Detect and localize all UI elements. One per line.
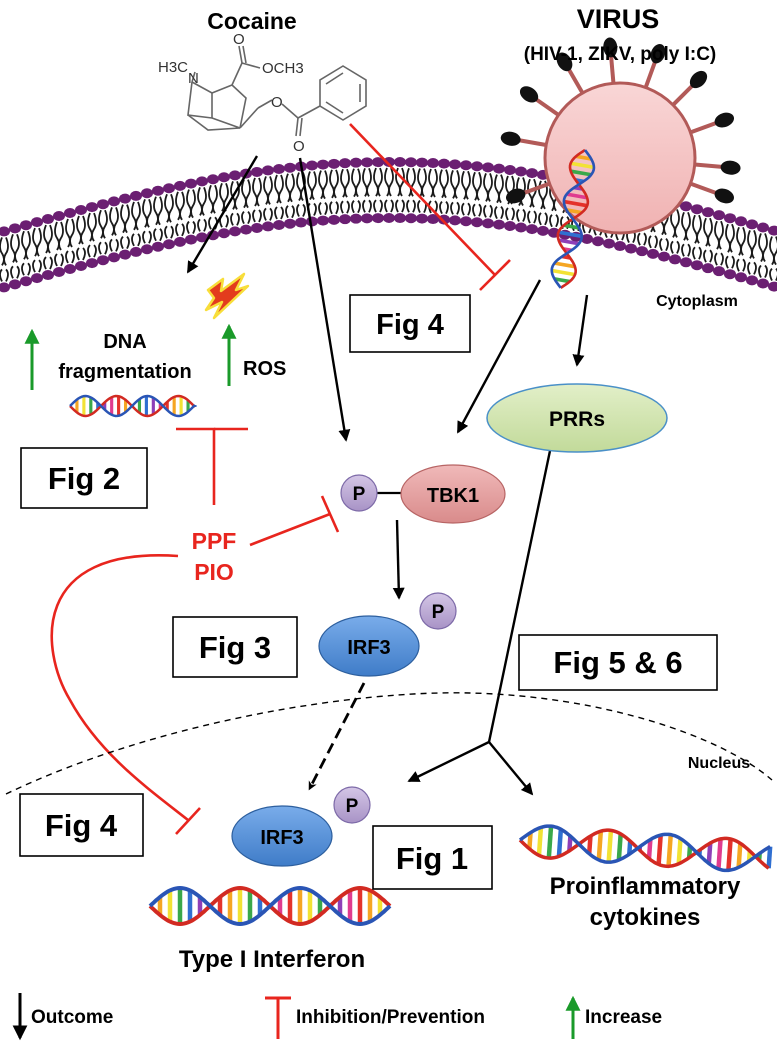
dna-fragmentation-line2: fragmentation — [58, 361, 191, 383]
nuclear-envelope — [5, 692, 773, 795]
legend-increase-label: Increase — [585, 1007, 662, 1028]
legend-inhibition-label: Inhibition/Prevention — [296, 1007, 485, 1028]
virus-particle — [500, 37, 741, 235]
fig4-bottom-label: Fig 4 — [45, 808, 118, 843]
cocaine-nitrogen-methyl: H3C — [158, 59, 188, 76]
increase-arrows — [24, 323, 237, 390]
irf3-nuclear-phospho-label: P — [346, 796, 359, 817]
irf3-cyto-phospho-label: P — [432, 602, 445, 623]
inhibition-lines — [50, 123, 511, 835]
cocaine-structure — [187, 45, 367, 137]
irf3-cyto-node — [318, 615, 420, 677]
cocaine-title: Cocaine — [207, 8, 296, 34]
proinflammatory-line1: Proinflammatory — [550, 873, 741, 900]
nucleus-label: Nucleus — [688, 755, 750, 772]
dna-fragmentation-line1: DNA — [103, 331, 146, 353]
inhibitor-ppf: PPF — [192, 528, 237, 554]
prrs-label: PRRs — [549, 408, 605, 431]
tbk1-phospho-circle — [340, 474, 378, 512]
fig3-label: Fig 3 — [199, 630, 271, 665]
irf3-nuclear-node — [231, 805, 333, 867]
fig56-box — [518, 634, 718, 691]
fig4-top-label: Fig 4 — [376, 309, 444, 341]
cocaine-carbonyl-o: O — [233, 31, 245, 48]
fig3-box — [172, 616, 298, 678]
irf3-nuclear-phospho-circle — [333, 786, 371, 824]
proinflammatory-line2: cytokines — [590, 904, 701, 931]
ros-lightning-icon — [204, 272, 250, 320]
fig1-box — [372, 825, 493, 890]
type1-interferon-label: Type I Interferon — [179, 946, 365, 973]
prrs-node — [486, 383, 668, 453]
cocaine-ester-o: O — [271, 94, 283, 111]
virus-title: VIRUS — [577, 4, 660, 34]
cocaine-benzoyl-o: O — [293, 138, 305, 155]
irf3-nuclear-label: IRF3 — [260, 827, 303, 849]
legend: Outcome Inhibition/Prevention Increase — [12, 993, 662, 1041]
tbk1-phospho-label: P — [353, 484, 366, 505]
irf3-cyto-label: IRF3 — [347, 637, 390, 659]
fig4-bottom-box — [19, 793, 144, 857]
outcome-arrows — [186, 155, 589, 796]
fig2-label: Fig 2 — [48, 461, 120, 496]
ros-label: ROS — [243, 358, 286, 380]
inhibitor-pio: PIO — [194, 559, 234, 585]
fig2-box — [20, 447, 148, 509]
legend-outcome-label: Outcome — [31, 1007, 113, 1028]
fig56-label: Fig 5 & 6 — [553, 645, 682, 680]
cocaine-nitrogen: N — [188, 70, 199, 87]
virus-examples: (HIV-1, ZIKV, poly I:C) — [524, 44, 717, 65]
fig4-top-box — [349, 294, 471, 353]
dna-helices — [69, 148, 773, 926]
tbk1-label: TBK1 — [427, 485, 479, 507]
cocaine-ester-group: OCH3 — [262, 60, 304, 77]
fig-ref-boxes — [19, 294, 718, 890]
cell-membrane — [0, 157, 777, 293]
irf3-cyto-phospho-circle — [419, 592, 457, 630]
cytoplasm-label: Cytoplasm — [656, 293, 738, 310]
tbk1-node — [400, 464, 506, 524]
irf3-translocation-arrow — [308, 682, 366, 791]
fig1-label: Fig 1 — [396, 841, 468, 876]
